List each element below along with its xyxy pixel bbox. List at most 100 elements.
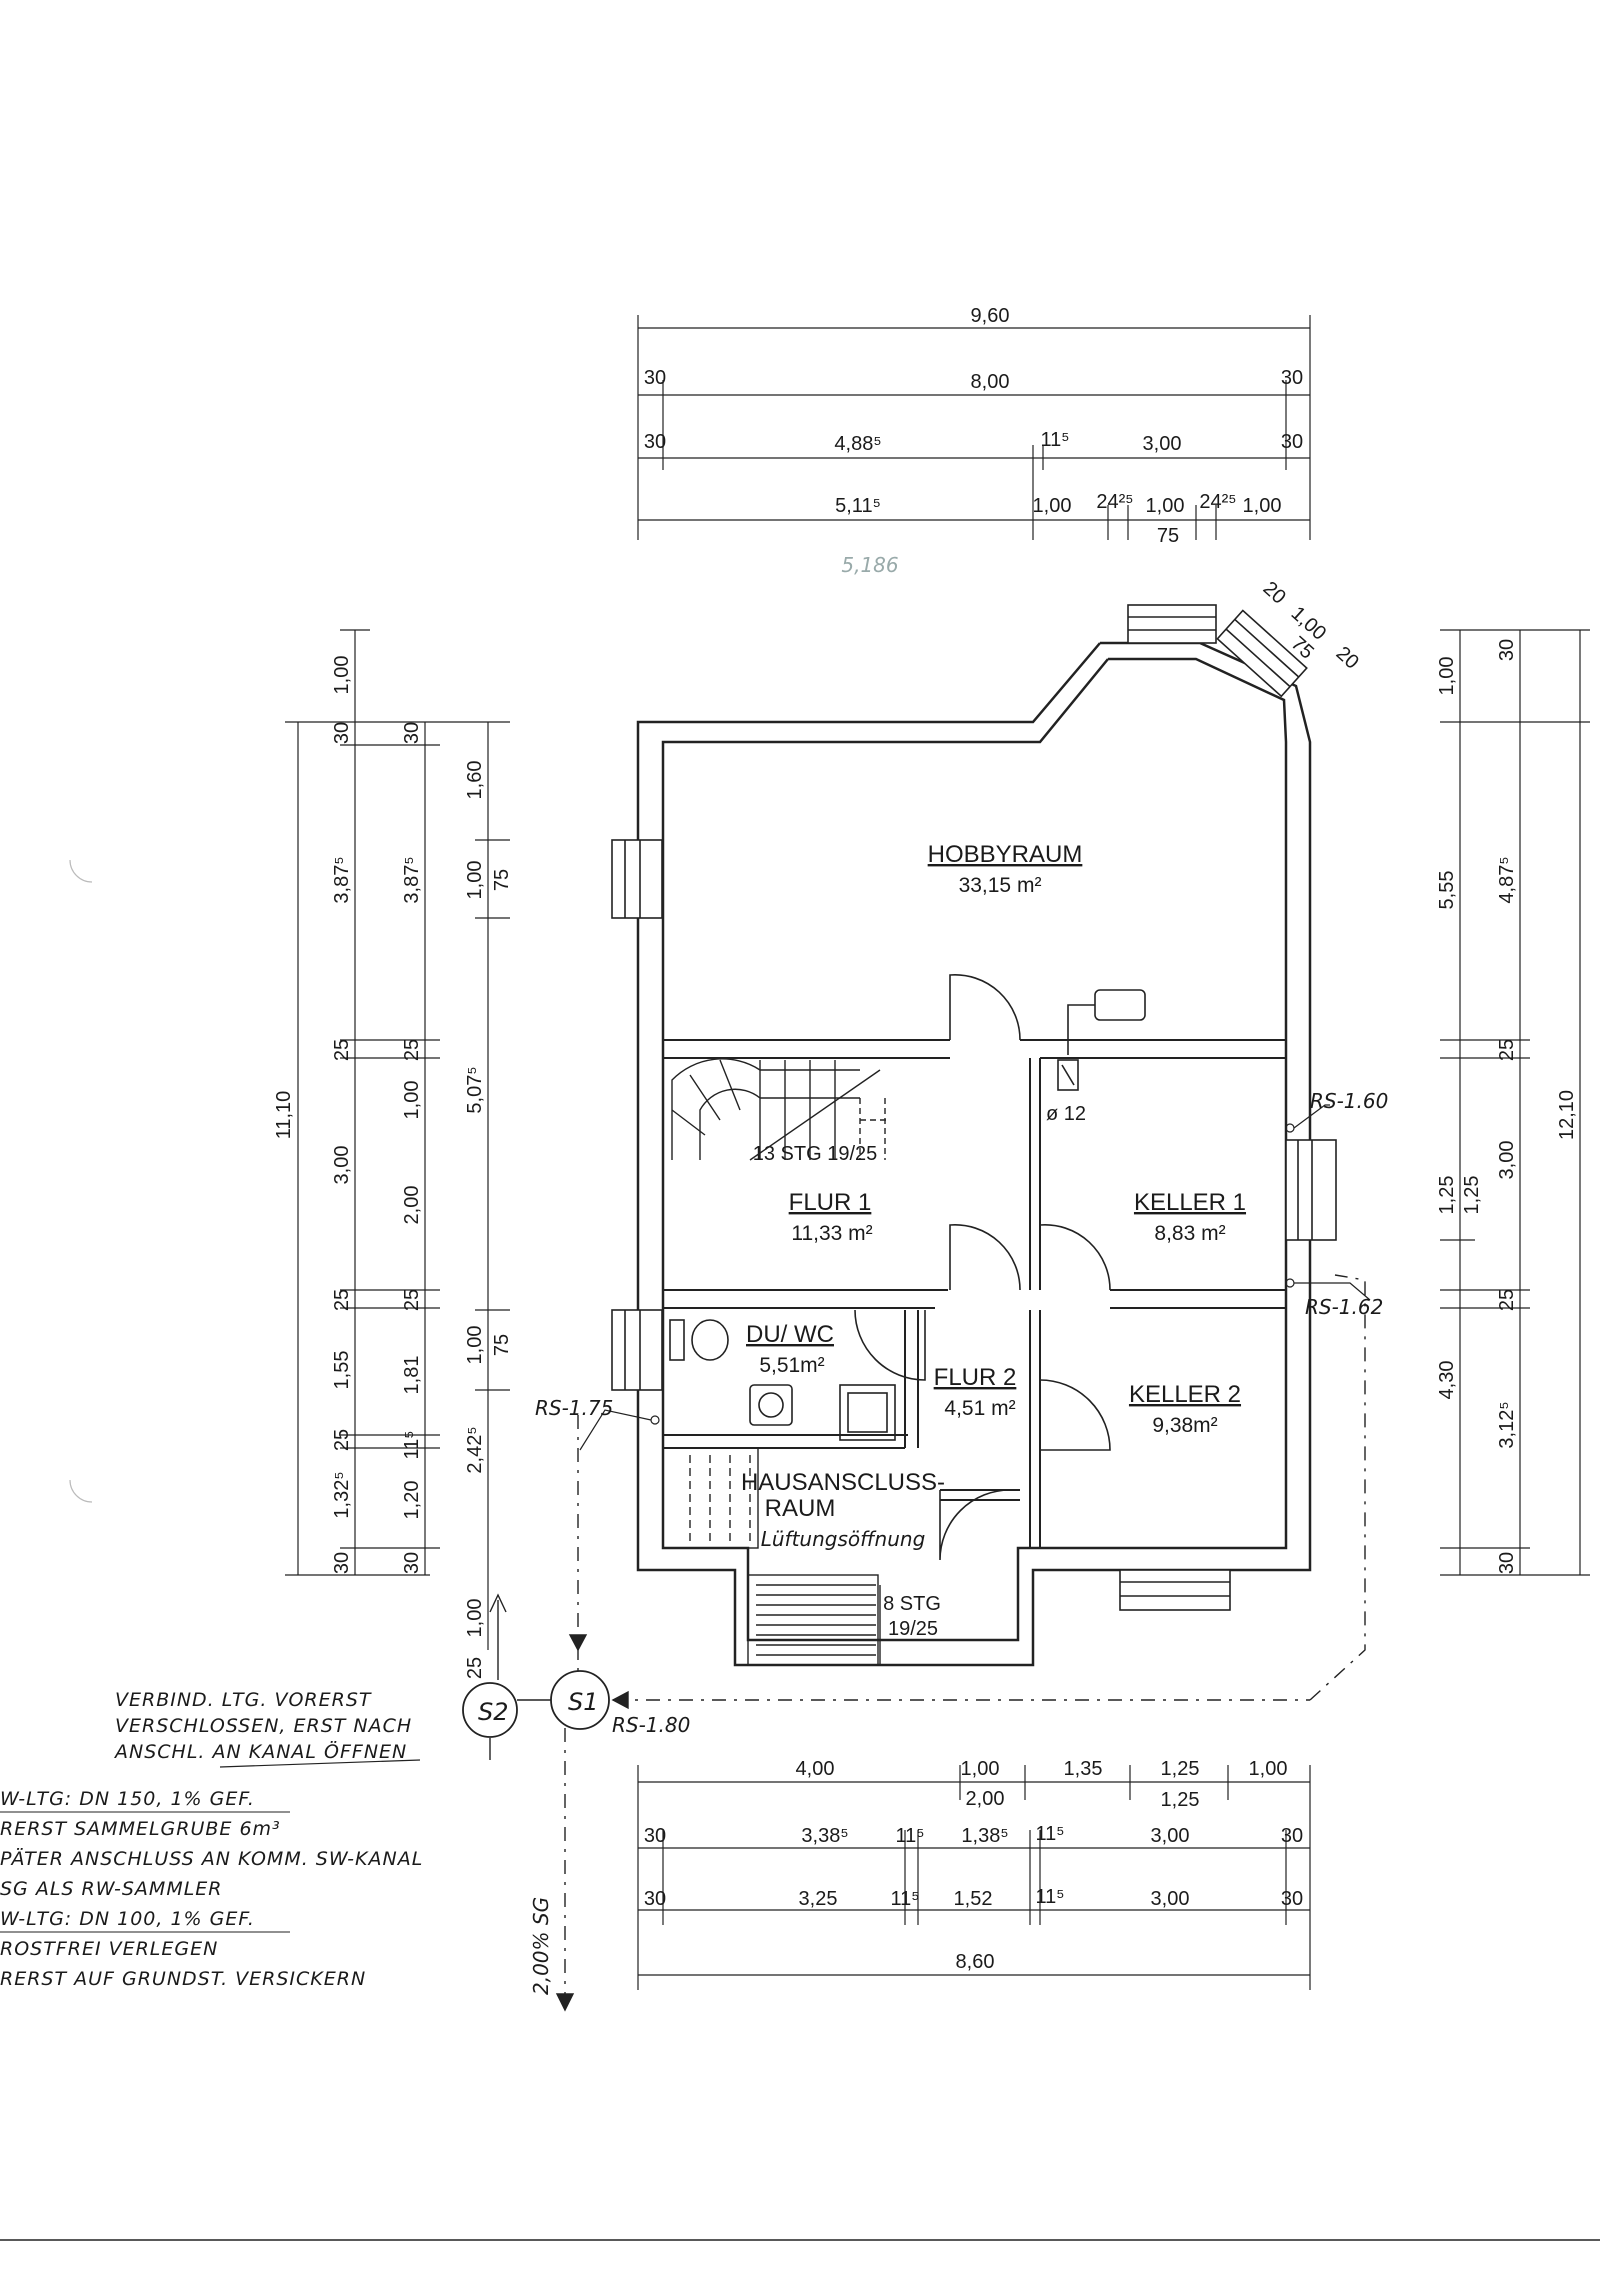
dim-right-d: 4,87⁵ (1496, 856, 1518, 903)
dim-right-f: 3,00 (1496, 1141, 1518, 1180)
dim-left-r: 75 (491, 1334, 513, 1356)
dim-top-30-left: 30 (644, 367, 666, 389)
dim-left-h: 75 (491, 869, 513, 891)
level-rs2: RS-1.62 (1305, 1295, 1383, 1319)
dim-bottom-c: 1,35 (1064, 1758, 1103, 1780)
dim-left-y: 1,20 (401, 1481, 423, 1520)
dim-left-d: 3,87⁵ (331, 856, 353, 903)
right-dimension-values: 1,00 30 5,55 4,87⁵ 25 3,00 1,25 1,25 12,… (1436, 639, 1578, 1574)
dim-left-cc: 25 (464, 1657, 486, 1679)
boiler-icon (1094, 989, 1146, 1021)
dim-top-inner: 8,00 (971, 371, 1010, 393)
dim-left-p: 25 (401, 1289, 423, 1311)
level-rs4: RS-1.80 (612, 1713, 690, 1737)
dim-left-aa: 30 (401, 1552, 423, 1574)
dim-bottom2-30-right: 30 (1281, 1825, 1303, 1847)
dim-left-z: 30 (331, 1552, 353, 1574)
dim-top3-left: 5,11⁵ (835, 495, 881, 517)
dim-bottom3-c: 1,52 (954, 1888, 993, 1910)
dim-bottom-total: 8,60 (956, 1951, 995, 1973)
dim-left-x: 1,32⁵ (331, 1471, 353, 1518)
outer-walls (636, 641, 1312, 1667)
chimney-icon (1057, 1059, 1079, 1091)
note-line-1: W-LTG: DN 150, 1% GEF. (0, 1788, 255, 1810)
note-verbind-1: VERBIND. LTG. VORERST (115, 1689, 372, 1711)
note-line-2: RERST SAMMELGRUBE 6m³ (0, 1818, 281, 1840)
dim-right-k: 3,12⁵ (1496, 1401, 1518, 1448)
dim-bottom3-30-left: 30 (644, 1888, 666, 1910)
dim-top-total: 9,60 (971, 305, 1010, 327)
chimney-bore-label: ø 12 (1046, 1103, 1086, 1125)
dim-top3-c: 1,00 (1146, 495, 1185, 517)
dim-left-b: 30 (331, 722, 353, 744)
dim-bottom2-b: 11⁵ (895, 1825, 924, 1847)
service-stair (662, 1447, 759, 1549)
outside-stair-steps: 8 STG (883, 1593, 941, 1615)
wc-bowl-icon (691, 1319, 729, 1361)
dim-bottom3-30-right: 30 (1281, 1888, 1303, 1910)
left-dimension-values: 1,00 30 30 3,87⁵ 3,87⁵ 1,60 1,00 75 25 2… (273, 656, 513, 1680)
room-hausanschluss-name1: HAUSANSCLUSS- (741, 1469, 945, 1496)
room-keller2-area: 9,38m² (1152, 1414, 1217, 1437)
dim-left-i: 25 (331, 1039, 353, 1061)
dim-top3-e: 1,00 (1243, 495, 1282, 517)
level-markers: RS-1.60 RS-1.62 RS-1.75 RS-1.80 2,00% SG (529, 1089, 1388, 1995)
room-keller1-area: 8,83 m² (1154, 1222, 1225, 1245)
shaft-s1-label: S1 (568, 1688, 599, 1716)
dim-right-total: 12,10 (1556, 1090, 1578, 1140)
dim-right-g: 1,25 (1436, 1176, 1458, 1215)
dim-window-a: 20 (1259, 577, 1290, 608)
level-rs3: RS-1.75 (535, 1396, 613, 1420)
dim-bottom-b: 1,00 (961, 1758, 1000, 1780)
drainage-lines (564, 1274, 1366, 2010)
dim-left-q: 1,00 (464, 1326, 486, 1365)
windows (611, 604, 1337, 1611)
dim-top3-f: 75 (1157, 525, 1179, 547)
dim-left-n: 2,00 (401, 1186, 423, 1225)
note-line-6: ROSTFREI VERLEGEN (0, 1938, 218, 1960)
room-duwc-area: 5,51m² (759, 1354, 824, 1377)
washbasin-icon (749, 1384, 793, 1426)
dim-left-g: 1,00 (464, 861, 486, 900)
note-line-3: PÄTER ANSCHLUSS AN KOMM. SW-KANAL (0, 1847, 423, 1870)
room-hobbyraum-name: HOBBYRAUM (928, 841, 1083, 868)
dim-left-total: 11,10 (273, 1091, 295, 1140)
dim-bottom2-c: 1,38⁵ (961, 1825, 1008, 1847)
dim-left-a: 1,00 (331, 656, 353, 695)
dim-bottom3-e: 3,00 (1151, 1888, 1190, 1910)
room-flur2-name: FLUR 2 (934, 1364, 1017, 1391)
bottom-dimension-values: 4,00 1,00 1,35 1,25 1,00 2,00 1,25 30 3,… (644, 1758, 1303, 1973)
dim-top2-30-left: 30 (644, 431, 666, 453)
dim-right-j: 4,30 (1436, 1361, 1458, 1400)
dim-bottom-d: 1,25 (1161, 1758, 1200, 1780)
dim-top3-d: 24²⁵ (1199, 491, 1236, 513)
dim-left-u: 25 (331, 1429, 353, 1451)
dim-left-s: 1,55 (331, 1351, 353, 1390)
left-dimension-lines (285, 629, 510, 1650)
dim-bottom-a: 4,00 (796, 1758, 835, 1780)
dim-bottom3-a: 3,25 (799, 1888, 838, 1910)
top-dimension-lines (637, 315, 1311, 540)
notes: VERBIND. LTG. VORERST VERSCHLOSSEN, ERST… (0, 1689, 423, 1990)
dim-bottom3-d: 11⁵ (1035, 1886, 1064, 1908)
dim-left-bb: 1,00 (464, 1599, 486, 1638)
dim-top2-right: 3,00 (1143, 433, 1182, 455)
dim-right-b: 30 (1496, 639, 1518, 661)
note-line-4: SG ALS RW-SAMMLER (0, 1878, 223, 1900)
note-verbind-2: VERSCHLOSSEN, ERST NACH (115, 1715, 412, 1737)
top-dimension-values: 9,60 30 8,00 30 30 4,88⁵ 11⁵ 3,00 30 5,1… (644, 305, 1303, 577)
room-labels: HOBBYRAUM 33,15 m² FLUR 1 11,33 m² KELLE… (741, 841, 1246, 1640)
dim-bottom-g: 1,25 (1161, 1789, 1200, 1811)
dim-top-30-right: 30 (1281, 367, 1303, 389)
dim-left-m: 3,00 (331, 1146, 353, 1185)
dim-left-k: 1,00 (401, 1081, 423, 1120)
level-sg: 2,00% SG (529, 1897, 553, 1995)
dim-left-c: 30 (401, 722, 423, 744)
dim-top2-30-right: 30 (1281, 431, 1303, 453)
shaft-s1: S1 (550, 1670, 610, 1730)
dim-right-a: 1,00 (1436, 657, 1458, 696)
room-flur1-area: 11,33 m² (791, 1222, 872, 1245)
dim-left-e: 3,87⁵ (401, 856, 423, 903)
room-keller2-name: KELLER 2 (1129, 1381, 1241, 1408)
